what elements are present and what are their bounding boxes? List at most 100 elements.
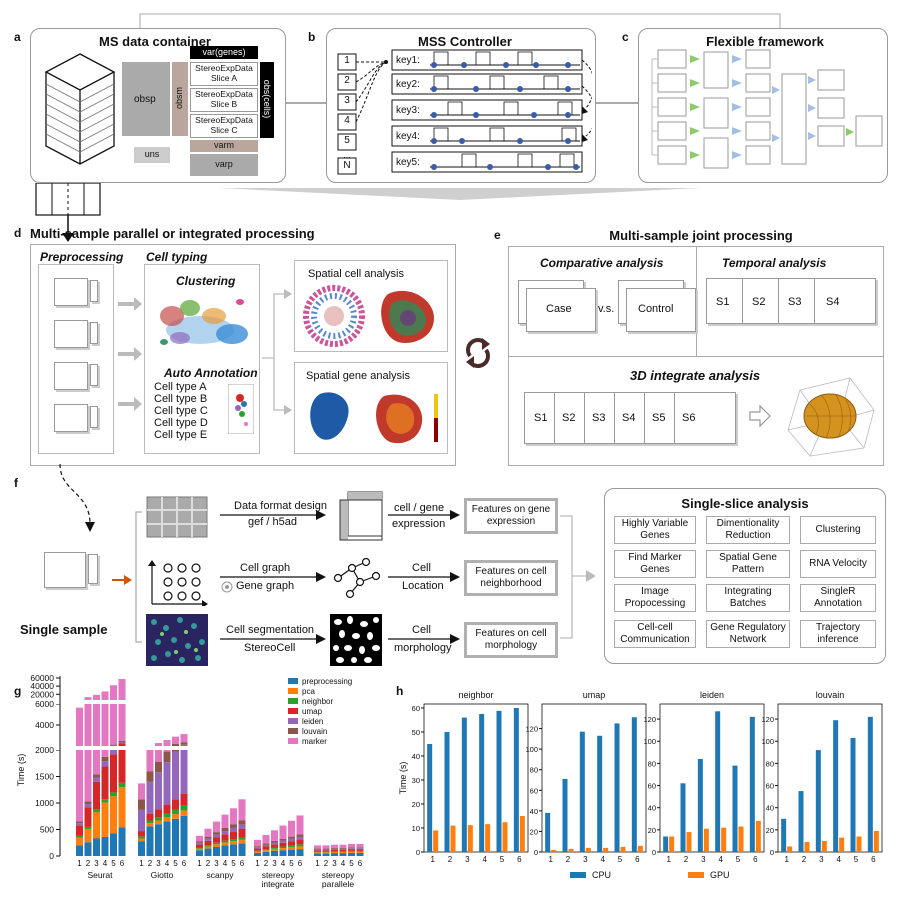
ss-gene-regulatory-network: Gene Regulatory Network	[706, 620, 790, 648]
g-bar-segment	[339, 844, 347, 848]
h-panel-title: umap	[583, 690, 606, 700]
h-ytick-label: 20	[530, 827, 538, 836]
cell-type-b: Cell type B	[154, 393, 208, 405]
index-3: 3	[344, 95, 350, 106]
g-bar-segment	[138, 841, 145, 856]
g-group-label: stereopy	[322, 870, 355, 880]
index-n: N	[343, 160, 351, 171]
comparative-title: Comparative analysis	[540, 256, 664, 270]
h-ytick-label: 0	[652, 848, 656, 857]
g-xtick-label: 6	[120, 859, 125, 868]
g-bar-segment	[172, 751, 179, 800]
g-xtick-label: 6	[182, 859, 187, 868]
ss-find-marker-genes: Find Marker Genes	[614, 550, 696, 578]
g-ytick-label: 1500	[35, 772, 54, 782]
g-bar-segment	[213, 837, 220, 843]
mss-controller-diagram	[337, 49, 592, 175]
g-bar-segment	[322, 845, 330, 849]
g-xtick-label: 4	[103, 859, 108, 868]
g-xtick-label: 5	[289, 859, 294, 868]
pre-stack-3b	[90, 364, 98, 386]
panel-e-divider-h	[508, 356, 884, 357]
cell-type-d: Cell type D	[154, 417, 208, 429]
obs-bar	[260, 62, 274, 138]
g-xtick-label: 5	[173, 859, 178, 868]
h-cpu-bar	[427, 744, 433, 852]
g-bar-segment	[279, 840, 287, 843]
h-gpu-bar	[804, 842, 810, 852]
g-bar-segment	[213, 842, 220, 845]
h-gpu-bar	[485, 824, 491, 852]
g-xtick-label: 6	[358, 859, 363, 868]
g-bar-segment	[356, 850, 364, 852]
cell-type-c: Cell type C	[154, 405, 208, 417]
g-bar-segment	[356, 852, 364, 856]
g-legend-label: leiden	[302, 717, 323, 726]
g-bar-segment	[339, 847, 347, 849]
cell-typing-title: Cell typing	[146, 250, 208, 264]
g-bar-segment	[204, 848, 212, 856]
g-bar-segment	[348, 852, 355, 856]
g-bar-segment	[322, 853, 330, 856]
h-ytick-label: 0	[534, 848, 538, 857]
g-bar-segment	[331, 851, 338, 854]
panel-letter-c: c	[622, 30, 629, 44]
g-xtick-label: 1	[77, 859, 82, 868]
g-bar-segment	[138, 799, 145, 810]
row1-arrow2	[388, 510, 460, 520]
g-bar-segment	[180, 742, 188, 745]
g-bar-segment	[221, 814, 229, 828]
location-label: Location	[402, 580, 444, 592]
g-xtick-label: 2	[264, 859, 269, 868]
single-sample-stack-b	[88, 554, 98, 584]
g-bar-segment	[356, 843, 364, 848]
h-cpu-bar	[798, 791, 804, 852]
g-group-label: scanpy	[207, 870, 235, 880]
h-gpu-bar	[686, 832, 692, 852]
h-gpu-bar	[738, 826, 744, 852]
h-gpu-bar	[467, 825, 473, 852]
h-xtick-label: 6	[871, 855, 876, 864]
g-bar-segment	[138, 783, 145, 800]
g-legend-swatch	[288, 688, 298, 694]
g-xtick-label: 4	[223, 859, 228, 868]
temporal-s4	[814, 278, 876, 324]
panel-e-divider-v	[696, 246, 697, 356]
slice-c-label: StereoExpData Slice C	[195, 115, 253, 135]
g-xtick-label: 1	[197, 859, 202, 868]
pre-stack-4	[54, 404, 88, 432]
g-bar-segment	[213, 844, 220, 847]
h-xtick-label: 2	[802, 855, 807, 864]
stacked-cube-icon	[44, 53, 116, 165]
pre-stack-2b	[90, 322, 98, 344]
h-ytick-label: 80	[648, 759, 656, 768]
g-legend-label: neighbor	[302, 697, 333, 706]
g-bar-segment	[93, 774, 100, 778]
g-group-label: integrate	[261, 879, 294, 889]
g-bar-segment	[288, 849, 295, 856]
clustering-umap-image	[160, 299, 248, 345]
h-ytick-label: 80	[766, 759, 774, 768]
temporal-title: Temporal analysis	[722, 256, 827, 270]
h-ytick-label: 40	[412, 752, 420, 761]
g-bar-segment	[76, 821, 83, 824]
h-cpu-bar	[496, 710, 502, 852]
panel-b-title: MSS Controller	[418, 34, 512, 49]
ss-singler-annotation: SingleR Annotation	[800, 584, 876, 612]
h-gpu-bar	[620, 846, 626, 852]
g-xtick-label: 5	[349, 859, 354, 868]
key2-label: key2:	[396, 79, 420, 90]
g-bar-segment	[101, 691, 109, 757]
g-bar-segment	[76, 823, 83, 826]
cell-graph-icon	[148, 560, 208, 606]
g-bar-segment	[314, 849, 321, 851]
g-bar-segment	[101, 756, 109, 762]
g-bar-segment	[146, 823, 154, 827]
tissue-image	[146, 614, 208, 666]
g-bar-segment	[204, 845, 212, 847]
g-bar-segment	[163, 817, 171, 822]
g-xtick-label: 3	[214, 859, 219, 868]
g-bar-segment	[331, 851, 338, 852]
g-ytick-label: 500	[40, 825, 54, 835]
h-gpu-bar	[450, 825, 456, 852]
